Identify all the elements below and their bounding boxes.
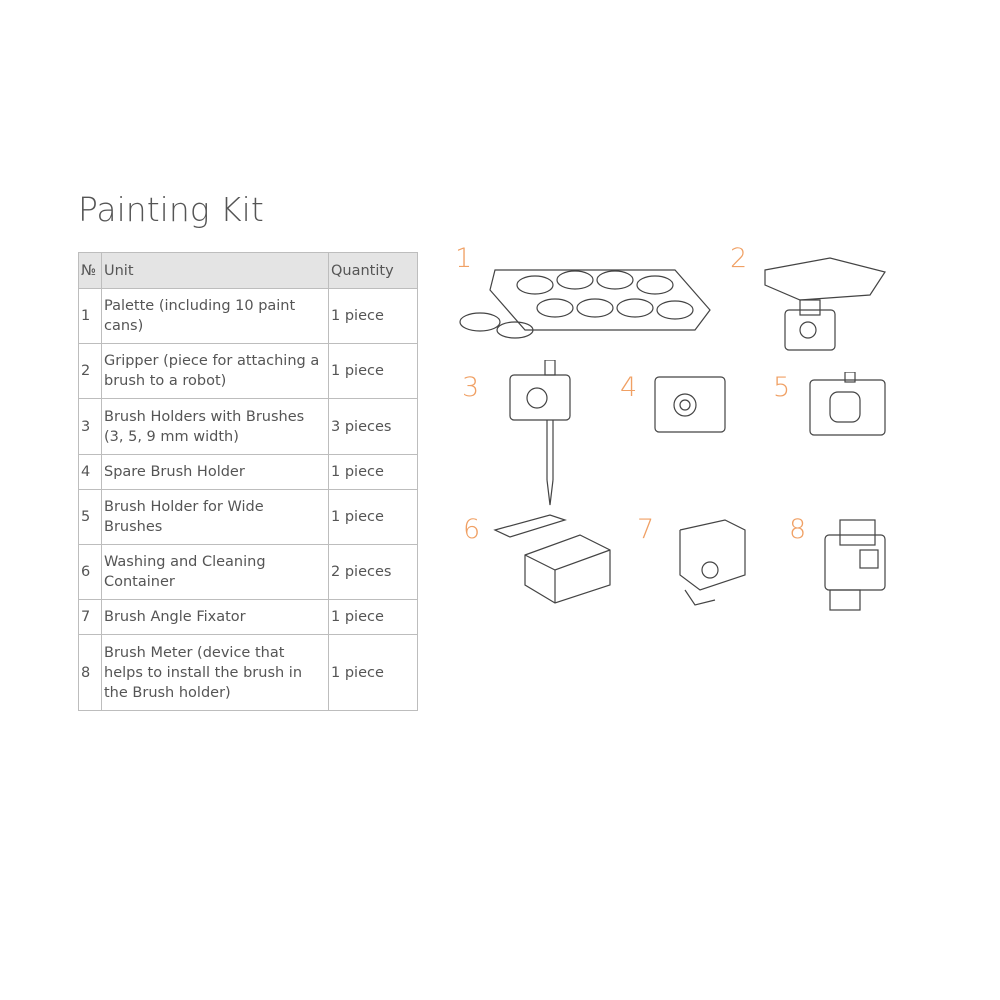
cell-qty: 2 pieces <box>328 544 418 600</box>
cell-no: 5 <box>78 489 102 545</box>
cell-no: 6 <box>78 544 102 600</box>
cell-qty: 1 piece <box>328 599 418 635</box>
palette-illustration <box>459 269 711 339</box>
cell-no: 2 <box>78 343 102 399</box>
figure-label-4: 4 <box>620 372 638 403</box>
brush-angle-fixator-illustration <box>679 519 746 606</box>
figure-label-8: 8 <box>789 514 807 545</box>
wide-brush-holder-illustration <box>809 372 886 436</box>
cell-qty: 1 piece <box>328 343 418 399</box>
cell-qty: 1 piece <box>328 288 418 344</box>
cell-unit: Gripper (piece for attaching a brush to … <box>101 343 329 399</box>
cell-qty: 1 piece <box>328 454 418 490</box>
cell-unit: Washing and Cleaning Container <box>101 544 329 600</box>
figure-label-5: 5 <box>773 372 791 403</box>
header-quantity: Quantity <box>328 252 418 289</box>
cell-no: 1 <box>78 288 102 344</box>
figure-label-2: 2 <box>730 243 748 274</box>
table-header: № Unit Quantity <box>78 252 418 289</box>
cell-no: 3 <box>78 398 102 455</box>
header-no: № <box>78 252 102 289</box>
cell-no: 7 <box>78 599 102 635</box>
cell-unit: Brush Holders with Brushes (3, 5, 9 mm w… <box>101 398 329 455</box>
cell-qty: 1 piece <box>328 489 418 545</box>
header-unit: Unit <box>101 252 329 289</box>
cell-no: 4 <box>78 454 102 490</box>
cell-unit: Spare Brush Holder <box>101 454 329 490</box>
cell-unit: Palette (including 10 paint cans) <box>101 288 329 344</box>
cell-unit: Brush Meter (device that helps to instal… <box>101 634 329 711</box>
washing-container-illustration <box>493 514 611 604</box>
figure-label-7: 7 <box>637 514 655 545</box>
figure-label-6: 6 <box>463 514 481 545</box>
cell-unit: Brush Angle Fixator <box>101 599 329 635</box>
brush-meter-illustration <box>824 519 886 611</box>
cell-qty: 1 piece <box>328 634 418 711</box>
figure-label-1: 1 <box>455 243 473 274</box>
page-title: Painting Kit <box>78 190 264 229</box>
cell-unit: Brush Holder for Wide Brushes <box>101 489 329 545</box>
cell-qty: 3 pieces <box>328 398 418 455</box>
spare-brush-holder-illustration <box>654 376 726 433</box>
brush-holder-with-brush-illustration <box>509 360 571 506</box>
gripper-illustration <box>764 257 886 351</box>
cell-no: 8 <box>78 634 102 711</box>
figure-label-3: 3 <box>462 372 480 403</box>
